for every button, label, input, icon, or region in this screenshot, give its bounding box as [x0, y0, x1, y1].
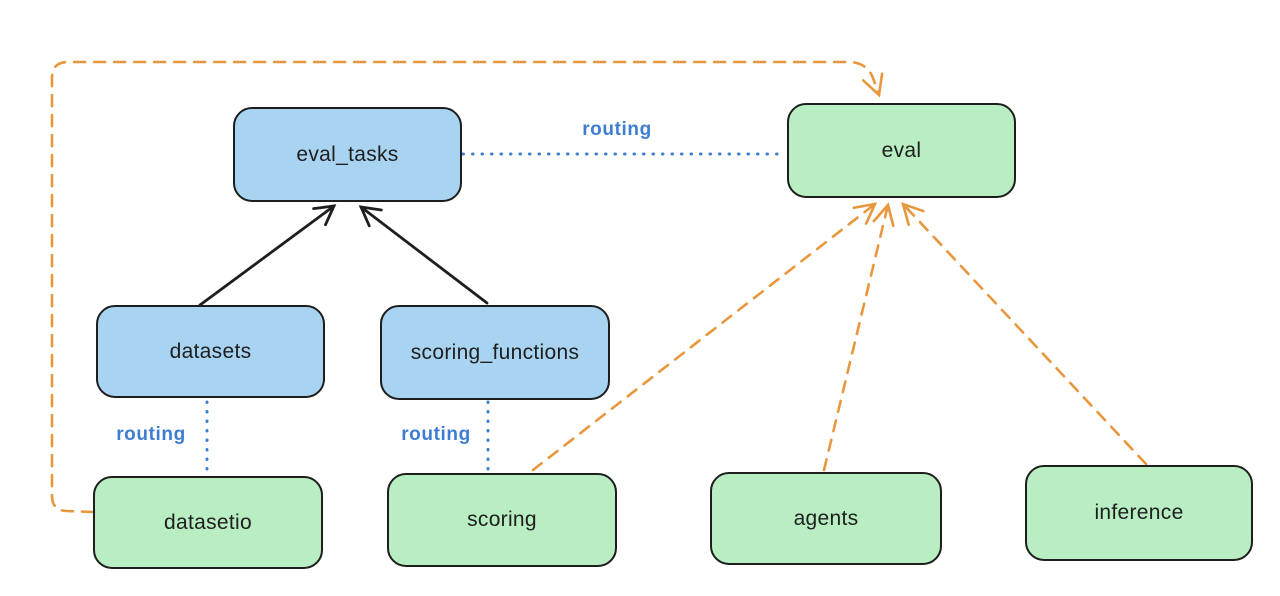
edge-inference-to-eval: [901, 201, 1148, 466]
edge-agents-to-eval: [822, 202, 895, 472]
edge-datasets-to-eval-tasks: [198, 204, 337, 307]
node-datasetio: datasetio: [93, 476, 323, 569]
node-inference-label: inference: [1094, 501, 1184, 524]
node-scoring-functions: scoring_functions: [380, 305, 610, 400]
node-eval-tasks: eval_tasks: [233, 107, 462, 202]
edge-label-routing-scoring-functions-scoring: routing: [401, 424, 471, 445]
node-eval-label: eval: [881, 138, 922, 162]
edge-label-routing-datasets-datasetio: routing: [116, 424, 186, 445]
node-datasets: datasets: [96, 305, 325, 398]
node-agents: agents: [710, 472, 942, 565]
node-scoring-functions-label: scoring_functions: [410, 340, 580, 364]
edge-datasetio-to-eval: [50, 60, 884, 514]
node-inference: inference: [1025, 465, 1253, 561]
node-scoring-label: scoring: [467, 508, 537, 531]
edge-label-routing-eval-tasks-eval: routing: [582, 119, 652, 140]
node-agents-label: agents: [793, 506, 859, 530]
edge-scoring-functions-to-eval-tasks: [358, 205, 489, 305]
node-eval: eval: [787, 103, 1016, 198]
node-datasetio-label: datasetio: [164, 510, 252, 534]
edge-scoring-to-eval: [531, 202, 878, 472]
node-datasets-label: datasets: [169, 339, 252, 363]
node-scoring: scoring: [387, 473, 617, 567]
node-eval-tasks-label: eval_tasks: [296, 142, 399, 166]
